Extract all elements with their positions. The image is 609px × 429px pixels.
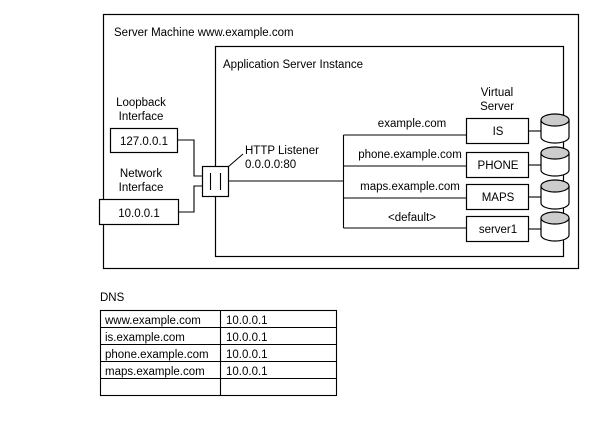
application-server-instance-label: Application Server Instance xyxy=(223,59,363,71)
server-machine-label: Server Machine www.example.com xyxy=(114,27,294,39)
route-host-label-maps: maps.example.com xyxy=(360,181,460,193)
dns-host-cell: phone.example.com xyxy=(105,349,209,361)
network-interface-title-line1: Network xyxy=(120,168,162,180)
dns-table-row: maps.example.com 10.0.0.1 xyxy=(105,366,268,378)
http-listener-box xyxy=(201,165,230,198)
virtual-server-box-is xyxy=(465,117,530,145)
route-host-label-is: example.com xyxy=(378,118,446,130)
dns-address-cell: 10.0.0.1 xyxy=(226,366,268,378)
route-host-label-default: <default> xyxy=(388,212,436,224)
virtual-server-label-server1: server1 xyxy=(479,224,517,236)
storage-cylinder-phone xyxy=(540,146,570,177)
dns-host-cell: www.example.com xyxy=(104,315,201,327)
loopback-interface-address: 127.0.0.1 xyxy=(120,136,168,148)
connector-loopback-to-listener xyxy=(177,139,202,177)
network-interface-box xyxy=(98,198,180,226)
dns-address-cell: 10.0.0.1 xyxy=(226,315,268,327)
loopback-interface-title-line1: Loopback xyxy=(116,97,166,109)
storage-cylinder-is xyxy=(540,113,570,144)
virtual-server-label-maps: MAPS xyxy=(482,192,515,204)
dns-table xyxy=(99,309,338,397)
dns-address-cell: 10.0.0.1 xyxy=(226,332,268,344)
network-interface-address: 10.0.0.1 xyxy=(118,208,160,220)
network-interface-title-line2: Interface xyxy=(119,182,164,194)
dns-table-row: www.example.com 10.0.0.1 xyxy=(104,315,268,327)
dns-table-row: phone.example.com 10.0.0.1 xyxy=(105,349,268,361)
virtual-server-label-is: IS xyxy=(493,126,504,138)
virtual-server-header-line1: Virtual xyxy=(481,87,513,99)
http-listener-label-line2: 0.0.0.0:80 xyxy=(245,159,296,171)
dns-host-cell: is.example.com xyxy=(105,332,185,344)
connector-network-to-listener xyxy=(178,185,202,213)
storage-cylinder-maps xyxy=(540,179,570,210)
dns-host-cell: maps.example.com xyxy=(105,366,205,378)
virtual-server-header-line2: Server xyxy=(480,101,514,113)
route-host-label-phone: phone.example.com xyxy=(358,149,462,161)
dns-table-row: is.example.com 10.0.0.1 xyxy=(105,332,268,344)
virtual-server-label-phone: PHONE xyxy=(478,160,519,172)
dns-address-cell: 10.0.0.1 xyxy=(226,349,268,361)
dns-title: DNS xyxy=(100,292,125,304)
http-listener-leader-line xyxy=(227,153,244,168)
http-listener-label-line1: HTTP Listener xyxy=(245,145,319,157)
server-machine-frame xyxy=(102,13,580,270)
loopback-interface-title-line2: Interface xyxy=(119,111,164,123)
storage-cylinder-server1 xyxy=(540,211,570,242)
